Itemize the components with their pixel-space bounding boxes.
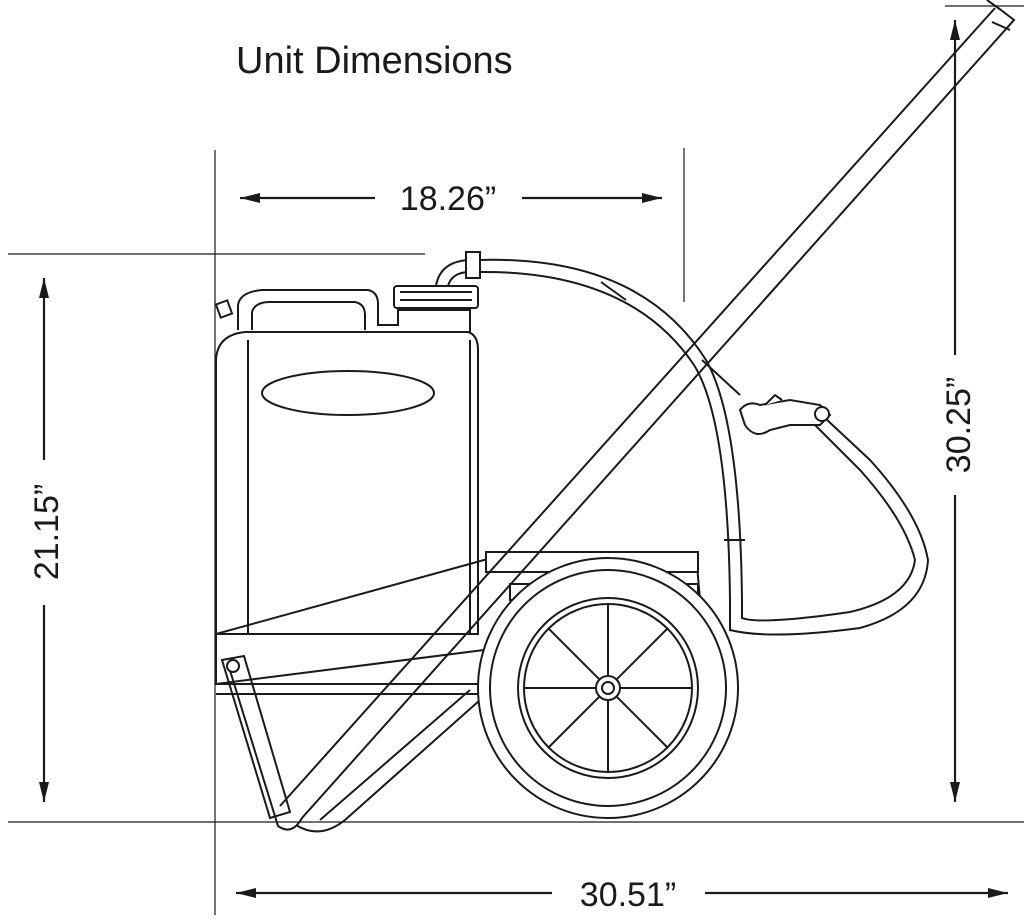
- dimension-tank-width: 18.26”: [400, 180, 496, 218]
- page-title: Unit Dimensions: [236, 40, 513, 82]
- wheel: [477, 557, 739, 819]
- hose: [435, 251, 930, 636]
- tank: [214, 285, 479, 635]
- wheel-hub: [595, 675, 621, 701]
- tank-vent: [214, 299, 234, 319]
- dimension-overall-length: 30.51”: [580, 876, 676, 914]
- dimension-overall-height: 30.25”: [940, 377, 978, 473]
- spray-gun: [738, 393, 832, 435]
- tank-label-oval: [261, 370, 435, 416]
- frame-pivot: [226, 659, 240, 673]
- handle-frame: [220, 0, 1016, 833]
- dimension-tank-height: 21.15”: [28, 484, 66, 580]
- tank-cap: [393, 285, 479, 309]
- dimension-arrows: [39, 20, 1008, 898]
